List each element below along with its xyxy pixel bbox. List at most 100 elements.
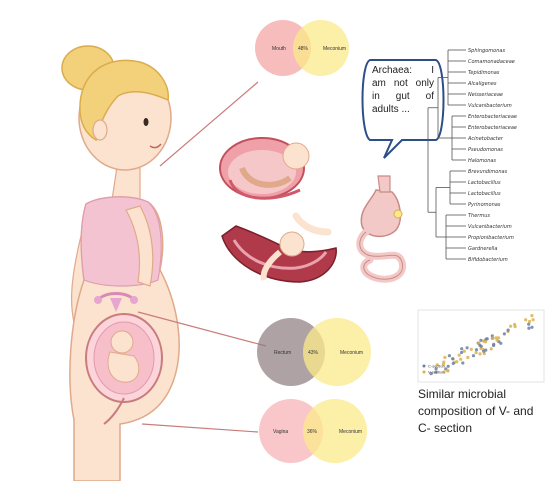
tree-taxon-label: Lactobacillus: [468, 180, 501, 186]
venn-3-right-label: Meconium: [339, 429, 362, 435]
scatter-point: [491, 336, 495, 340]
tree-taxon-label: Bifidobacterium: [468, 257, 508, 263]
scatter-point: [447, 354, 451, 358]
tree-taxon-label: Vulcanibacterium: [468, 103, 512, 109]
venn-3-left-circle: [259, 399, 323, 463]
scatter-point: [524, 318, 528, 322]
tree-taxon-label: Alcaligenes: [467, 81, 497, 87]
tree-taxon-label: Gardnerella: [468, 246, 497, 252]
venn-2-right-label: Meconium: [340, 350, 363, 356]
connector-vagina: [141, 423, 259, 433]
caption-text: Similar microbial composition of V- and …: [418, 387, 534, 435]
scatter-point: [479, 338, 483, 342]
tree-taxon-label: Neisseriaceae: [468, 92, 503, 98]
speech-bubble-icon: [361, 59, 445, 159]
scatter-point: [484, 337, 488, 341]
scatter-point: [474, 348, 479, 352]
scatter-point: [465, 346, 469, 350]
scatter-point: [471, 354, 476, 358]
scatter-point: [451, 357, 455, 361]
legend-c-section-marker: [422, 364, 426, 368]
legend-v-section-marker: [422, 370, 426, 374]
front-arm: [125, 205, 154, 287]
tree-taxon-label: Enterobacteriaceae: [468, 125, 517, 131]
pregnant-woman-illustration: [61, 45, 180, 481]
tree-taxon-label: Propionibacterium: [468, 235, 514, 241]
legend-c-section-label: C-section: [428, 364, 445, 369]
scatter-point: [460, 347, 464, 351]
scatter-point: [451, 361, 455, 365]
birth-canal-icon: [221, 212, 337, 283]
scatter-point: [457, 353, 461, 357]
tree-taxon-label: Comamonadaceae: [468, 59, 515, 65]
scatter-point: [469, 347, 473, 351]
scatter-point: [490, 334, 494, 338]
scatter-point: [435, 363, 439, 367]
scatter-point: [528, 319, 532, 324]
scatter-point: [492, 343, 496, 348]
scatter-point: [434, 367, 438, 371]
scatter-point: [429, 372, 433, 376]
stomach-intestine-icon: [356, 175, 407, 283]
scatter-point: [496, 336, 501, 340]
venn-1-right-circle: [293, 20, 349, 76]
scatter-point: [474, 351, 478, 355]
tree-taxon-label: Sphingomonas: [468, 48, 505, 54]
tree-taxon-label: Lactobacillus: [468, 191, 501, 197]
tree-taxon-label: Vulcanibacterium: [468, 224, 512, 230]
scatter-point: [502, 332, 506, 336]
venn-rectum-meconium: Rectum 43% Meconium: [257, 318, 371, 386]
fetus-in-uterus-icon: [85, 313, 163, 425]
ear: [92, 119, 108, 141]
tree-taxon-label: Halomonas: [468, 158, 496, 164]
venn-2-overlap-label: 43%: [308, 350, 319, 356]
scatter-point: [442, 360, 446, 364]
scatter-point: [462, 349, 466, 353]
scatter-point: [478, 343, 482, 347]
tree-taxon-label: Pseudomonas: [468, 147, 503, 153]
scatter-point: [513, 322, 517, 327]
scatter-point: [434, 370, 438, 374]
venn-2-left-label: Rectum: [274, 350, 291, 356]
scatter-point: [459, 357, 463, 361]
scatter-point: [527, 326, 531, 330]
scatter-point: [482, 352, 486, 356]
scatter-point: [484, 340, 488, 344]
scatter-point: [482, 349, 486, 353]
connector-lines: [137, 81, 267, 433]
venn-vagina-meconium: Vagina 36% Meconium: [259, 399, 367, 463]
scatter-points: [429, 314, 535, 376]
scatter-point: [530, 325, 534, 329]
phylogenetic-tree-icon: SphingomonasComamonadaceaeTepidimonasAlc…: [427, 48, 517, 263]
scatter-point: [455, 360, 459, 364]
venn-mouth-meconium: Mouth 48% Meconium: [255, 20, 349, 76]
eye: [143, 118, 149, 126]
speech-bubble-text: Archaea: I am not only in gut of adults …: [372, 65, 434, 115]
tree-taxon-label: Brevundimonas: [468, 169, 508, 175]
venn-3-right-circle: [303, 399, 367, 463]
scatter-point: [466, 355, 470, 360]
tree-taxon-label: Acinetobacter: [467, 136, 504, 142]
legend-v-section-label: V-section: [428, 370, 444, 375]
tree-taxon-label: Pyrinomonas: [468, 202, 501, 208]
scatter-point: [531, 318, 535, 322]
scatter-point: [527, 322, 531, 326]
uterus-ovaries-icon: [94, 292, 138, 312]
tree-taxon-label: Thermus: [468, 213, 490, 219]
tree-taxon-label: Tepidimonas: [468, 70, 500, 76]
scatter-point: [461, 361, 465, 365]
scatter-point: [442, 370, 446, 374]
scatter-point: [478, 352, 482, 356]
venn-2-right-circle: [303, 318, 371, 386]
scatter-point: [509, 324, 513, 328]
connector-rectum: [137, 311, 267, 347]
scatter-point: [460, 350, 464, 355]
scatter-plot-icon: C-section V-section: [417, 309, 545, 383]
scatter-point: [446, 364, 450, 368]
scatter-point: [494, 336, 498, 340]
scatter-point: [506, 328, 510, 332]
scatter-point: [530, 314, 534, 318]
venn-1-right-label: Meconium: [323, 46, 346, 52]
scatter-point: [495, 338, 499, 342]
venn-3-left-label: Vagina: [273, 429, 288, 435]
